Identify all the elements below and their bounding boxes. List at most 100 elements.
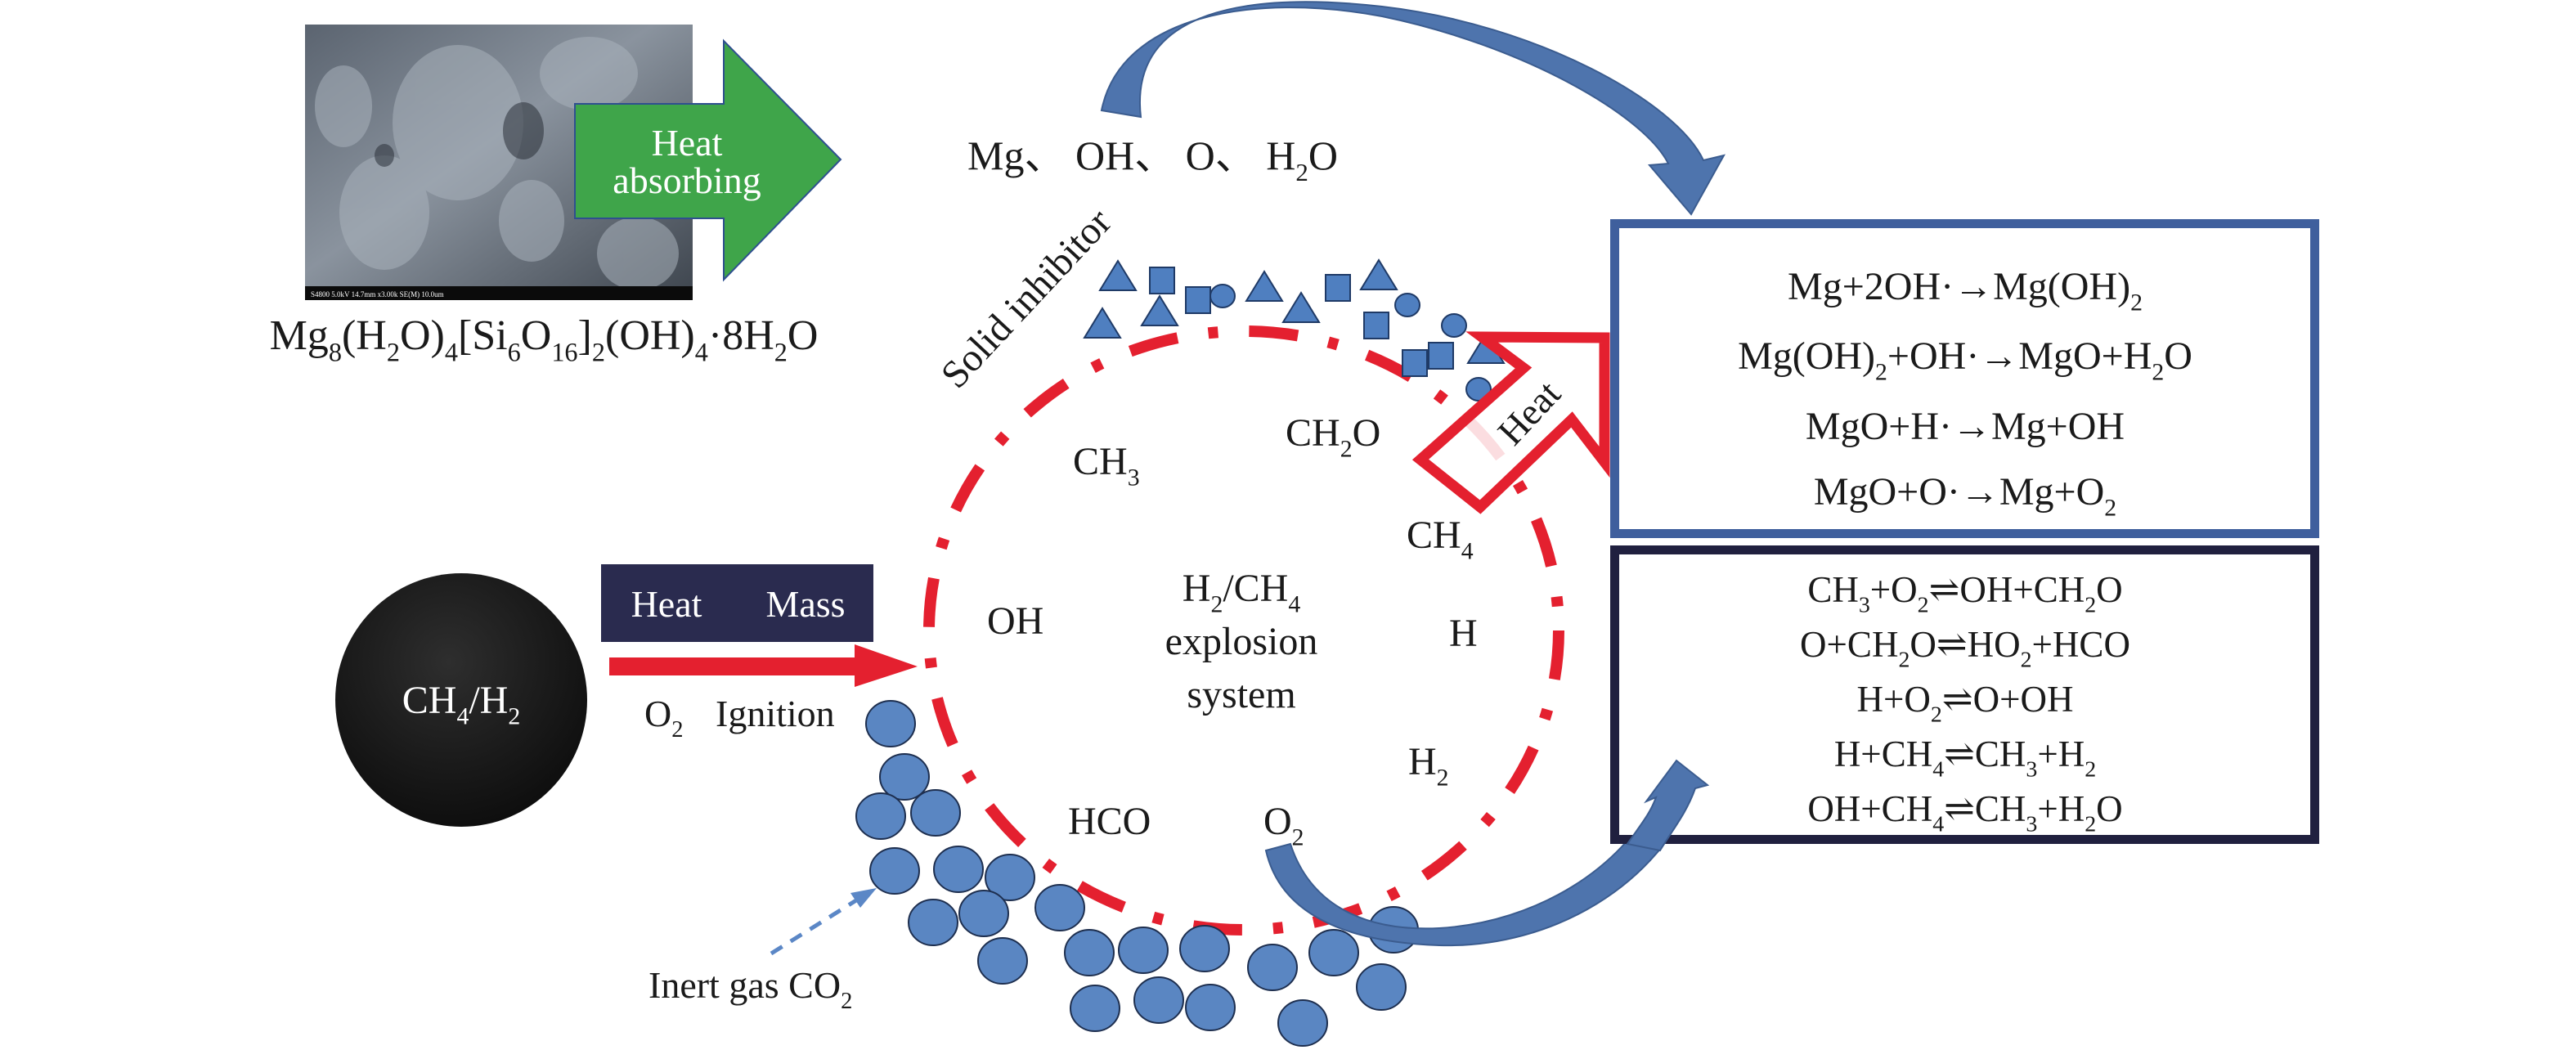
subscript: 2 bbox=[774, 338, 788, 367]
formula-text: +O bbox=[1870, 569, 1918, 610]
inhibitor-square bbox=[1363, 312, 1389, 339]
formula-text: CH bbox=[402, 679, 457, 722]
subscript: 2 bbox=[1295, 158, 1308, 186]
radical-ch2o: CH2O bbox=[1286, 411, 1380, 462]
inhibition-box-frame bbox=[1610, 219, 2319, 538]
formula-text: +HCO bbox=[2032, 624, 2130, 665]
inhibition-reaction-4: MgO+O·→Mg+O2 bbox=[1814, 470, 2116, 521]
heat-absorbing-line1: Heat bbox=[652, 122, 723, 164]
sem-scale-bar bbox=[305, 286, 693, 300]
formula-text: /H bbox=[469, 679, 508, 722]
subscript: 2 bbox=[508, 702, 520, 729]
formula-text: CH bbox=[1807, 569, 1859, 610]
formula-text: ] bbox=[578, 312, 592, 359]
inhibition-reaction-3: MgO+H·→Mg+OH bbox=[1806, 405, 2125, 448]
heat-absorbing-line2: absorbing bbox=[613, 159, 761, 201]
formula-text: HCO bbox=[1068, 800, 1151, 843]
radical-oh: OH bbox=[987, 599, 1043, 643]
released-species: Mg、 OH、 O、 H2O bbox=[967, 132, 1338, 186]
subscript: 3 bbox=[2026, 757, 2037, 783]
subscript: 2 bbox=[1340, 435, 1353, 462]
heat-arrow-outline bbox=[1411, 331, 1610, 514]
transfer-box-bg bbox=[601, 564, 873, 642]
transfer-mass-label: Mass bbox=[765, 583, 845, 625]
co2-particle bbox=[1133, 976, 1184, 1024]
formula-text: H bbox=[1408, 740, 1437, 783]
subscript: 2 bbox=[1875, 358, 1887, 385]
formula-text: Mg(OH) bbox=[1738, 334, 1875, 378]
subscript: 2 bbox=[2130, 289, 2143, 316]
formula-text: +OH·→MgO+H bbox=[1887, 334, 2152, 378]
formula-text: [Si bbox=[458, 312, 508, 359]
inhibitor-square bbox=[1325, 274, 1351, 302]
inhibitor-square bbox=[1185, 286, 1211, 314]
sepiolite-formula: Mg8(H2O)4[Si6O16]2(OH)4·8H2O bbox=[270, 312, 819, 367]
formula-text: O bbox=[2096, 569, 2123, 610]
subscript: 2 bbox=[1210, 590, 1223, 617]
co2-particle bbox=[977, 937, 1028, 985]
formula-text: H bbox=[1449, 612, 1478, 655]
formula-text: O⇌HO bbox=[1910, 624, 2020, 665]
subscript: 4 bbox=[1461, 537, 1474, 564]
subscript: 3 bbox=[2026, 812, 2037, 837]
explosion-system-line2: explosion bbox=[1165, 620, 1318, 663]
formula-text: Mg+2OH·→Mg(OH) bbox=[1788, 265, 2130, 308]
inhibitor-square bbox=[1402, 349, 1428, 377]
co2-particle bbox=[985, 854, 1035, 901]
chain-reaction-5: OH+CH4⇌CH3+H2O bbox=[1807, 788, 2122, 837]
co2-particle bbox=[1247, 944, 1298, 991]
chain-reaction-2: O+CH2O⇌HO2+HCO bbox=[1800, 624, 2130, 673]
inert-gas-label: Inert gas CO2 bbox=[648, 964, 852, 1014]
formula-text: Mg bbox=[270, 312, 329, 359]
sem-scale-text: S4800 5.0kV 14.7mm x3.00k SE(M) 10.0um bbox=[311, 290, 444, 298]
radical-o2: O2 bbox=[1263, 800, 1304, 850]
subscript: 2 bbox=[1898, 648, 1910, 673]
subscript: 2 bbox=[2021, 648, 2032, 673]
formula-text: O bbox=[521, 312, 552, 359]
formula-text: CH bbox=[1286, 411, 1340, 455]
explosion-zone-boundary bbox=[923, 325, 1564, 936]
co2-particles bbox=[855, 700, 1419, 1047]
ignition-label: Ignition bbox=[716, 693, 835, 734]
co2-particle bbox=[958, 890, 1009, 937]
co2-particle bbox=[933, 846, 984, 893]
subscript: 2 bbox=[1918, 593, 1929, 618]
inhibitor-triangle bbox=[1245, 270, 1284, 302]
reactant-label: CH4/H2 bbox=[402, 679, 520, 729]
subscript: 16 bbox=[551, 338, 577, 367]
co2-particle bbox=[1356, 963, 1407, 1011]
inhibitor-triangle bbox=[1098, 259, 1138, 291]
explosion-system-title: H2/CH4 bbox=[1183, 567, 1301, 617]
chain-reaction-1: CH3+O2⇌OH+CH2O bbox=[1807, 569, 2122, 618]
formula-text: Mg、 OH、 O、 H bbox=[967, 132, 1295, 178]
subscript: 2 bbox=[2152, 358, 2164, 385]
explosion-system-line3: system bbox=[1187, 673, 1295, 716]
heat-absorbing-arrow: Heat absorbing bbox=[574, 38, 842, 282]
inhibitor-circle bbox=[1465, 377, 1492, 402]
co2-particle bbox=[910, 789, 961, 837]
subscript: 4 bbox=[445, 338, 458, 367]
formula-text: MgO+O·→Mg+O bbox=[1814, 470, 2104, 514]
subscript: 2 bbox=[841, 989, 852, 1014]
co2-particle bbox=[855, 792, 906, 840]
co2-particle bbox=[869, 847, 920, 895]
solid-inhibitor-label: Solid inhibitor bbox=[932, 200, 1120, 397]
formula-text: CH bbox=[1073, 440, 1128, 483]
chain-box-frame bbox=[1610, 545, 2319, 844]
release-arrow bbox=[1100, 1, 1726, 216]
formula-text: Inert gas CO bbox=[648, 964, 841, 1006]
subscript: 2 bbox=[1292, 823, 1304, 850]
subscript: 3 bbox=[1859, 593, 1870, 618]
subscript: 8 bbox=[329, 338, 342, 367]
co2-particle bbox=[908, 899, 958, 946]
co2-particle bbox=[1185, 984, 1236, 1031]
subscript: 4 bbox=[1288, 590, 1300, 617]
inhibitor-circle bbox=[1441, 313, 1467, 338]
subscript: 4 bbox=[1932, 812, 1944, 837]
subscript: 2 bbox=[2104, 494, 2116, 521]
reactant-ball bbox=[335, 573, 587, 827]
chain-arrow-head-overlay bbox=[1626, 759, 1710, 852]
subscript: 2 bbox=[592, 338, 605, 367]
formula-text: MgO+H·→Mg+OH bbox=[1806, 405, 2125, 448]
